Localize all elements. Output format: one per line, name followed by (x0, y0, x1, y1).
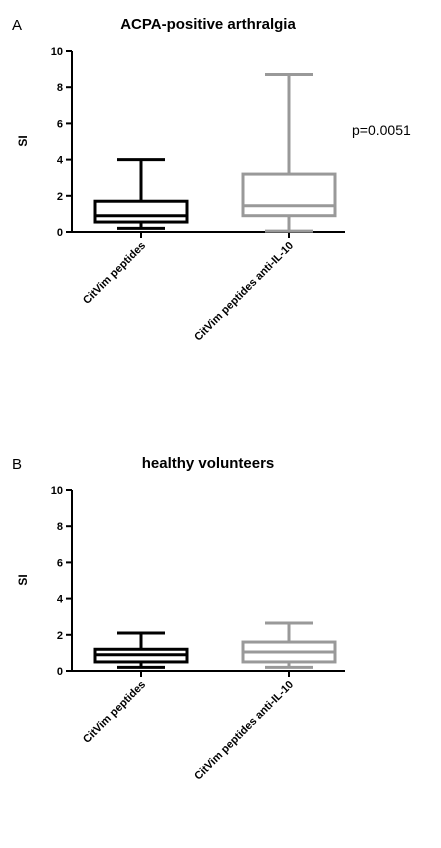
iqr-box (93, 199, 189, 224)
y-tick-label: 2 (57, 630, 63, 642)
box-plot-1 (93, 631, 189, 669)
y-tick-label: 0 (57, 227, 63, 239)
y-tick-label: 8 (57, 82, 63, 94)
iqr-box (241, 172, 337, 218)
box-plot-2 (241, 621, 337, 669)
box-plot-1 (93, 158, 189, 230)
y-tick-label: 10 (51, 485, 63, 497)
chart-title-b: healthy volunteers (142, 455, 275, 472)
y-tick-label: 4 (57, 594, 64, 606)
x-category-label: CitVim peptides (81, 240, 148, 307)
y-tick-label: 6 (57, 118, 63, 130)
y-tick-label: 0 (57, 666, 63, 678)
y-axis-label-a: SI (16, 135, 30, 146)
box-plot-2 (241, 73, 337, 233)
x-category-label: CitVim peptides anti-IL-10 (192, 240, 296, 344)
y-tick-label: 4 (57, 155, 64, 167)
y-tick-label: 6 (57, 557, 63, 569)
x-category-label: CitVim peptides anti-IL-10 (192, 679, 296, 783)
y-tick-label: 8 (57, 521, 63, 533)
p-value-annotation: p=0.0051 (352, 122, 411, 138)
chart-title-a: ACPA-positive arthralgia (120, 16, 296, 33)
panel-letter-b: B (12, 456, 22, 473)
y-axis-label-b: SI (16, 574, 30, 585)
y-tick-label: 10 (51, 46, 63, 58)
x-category-label: CitVim peptides (81, 679, 148, 746)
panel-letter-a: A (12, 17, 22, 34)
y-tick-label: 2 (57, 191, 63, 203)
